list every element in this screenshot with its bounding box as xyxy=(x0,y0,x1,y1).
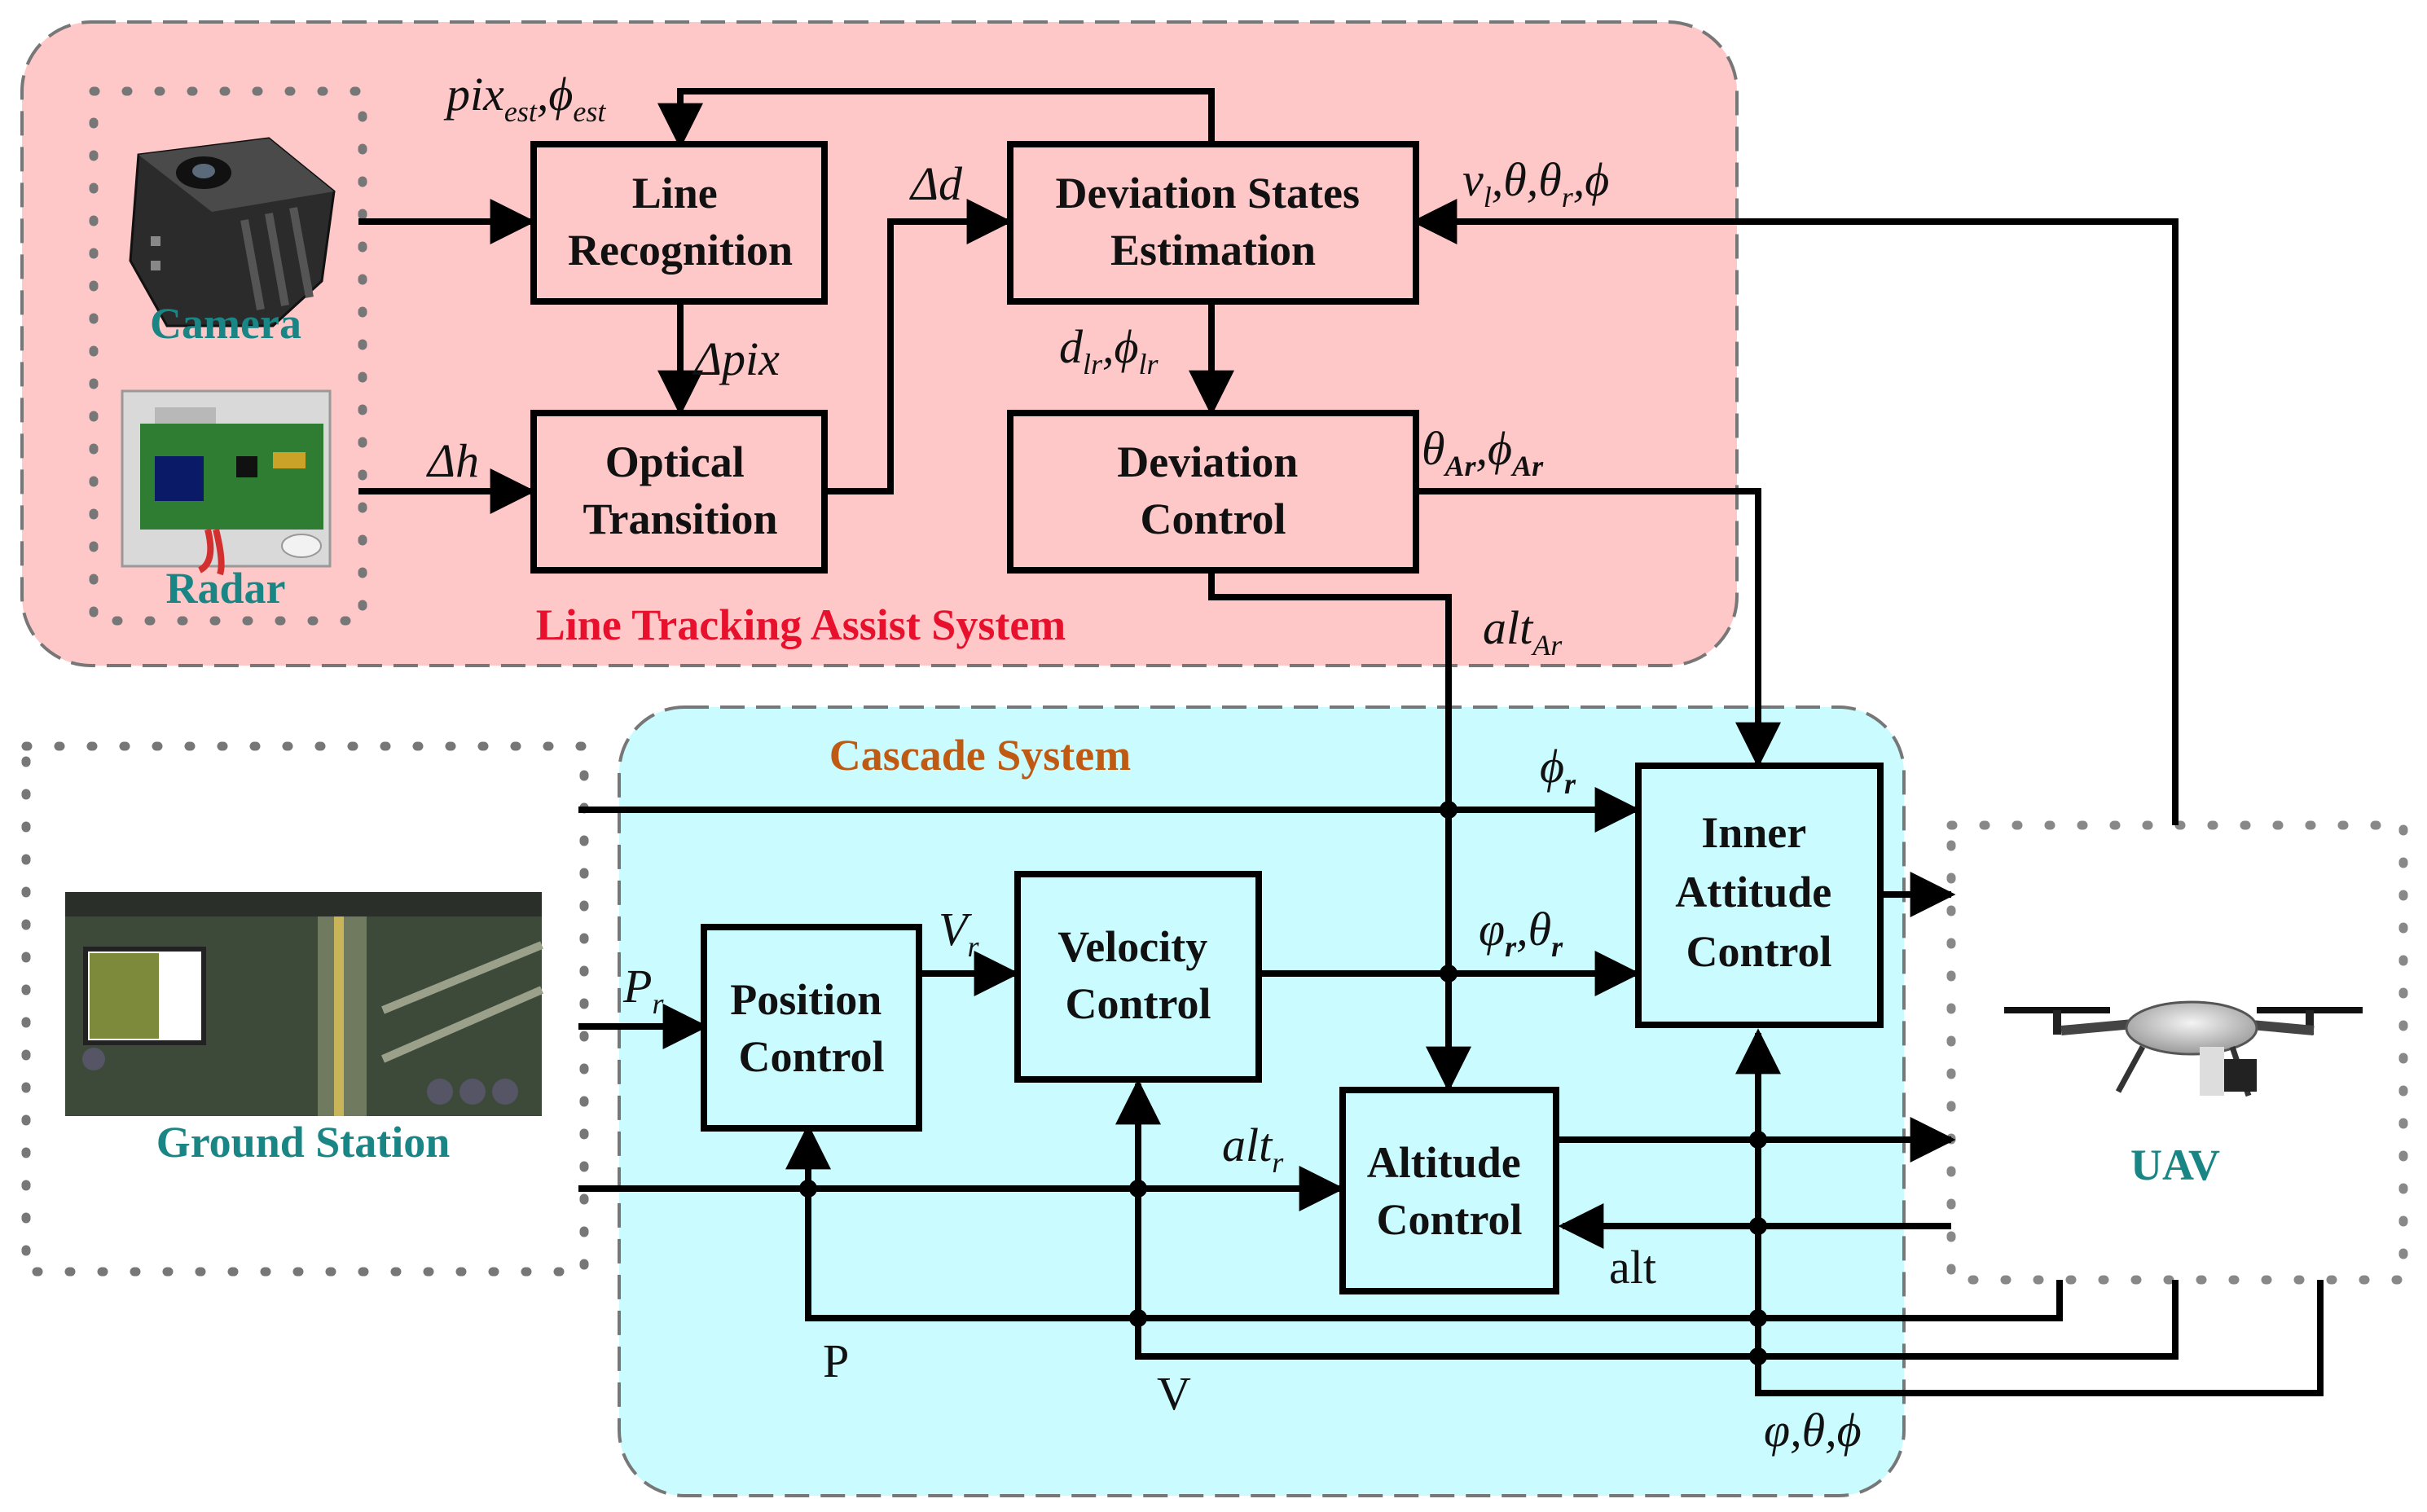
wire-optical-to-deviation-states xyxy=(824,199,1013,494)
velocity-control-label: Velocity Control xyxy=(1057,922,1218,1028)
signal-phi-r: ϕr xyxy=(1540,740,1576,800)
signal-varphi-r-theta-r: φr,θr xyxy=(1479,903,1563,963)
wire-angle-feedback xyxy=(1735,1028,2324,1396)
sensor-frame xyxy=(89,86,367,626)
camera-image xyxy=(129,137,336,327)
assist-system-title: Line Tracking Assist System xyxy=(536,600,1066,649)
signal-vl-theta-theta-r-phi: vl,θ,θr,ϕ xyxy=(1462,153,1609,213)
altitude-control-label: Altitude Control xyxy=(1367,1138,1532,1244)
signal-d-lr-phi-lr: dlr,ϕlr xyxy=(1059,320,1159,380)
deviation-control-label: Deviation Control xyxy=(1117,437,1309,543)
signal-delta-d: Δd xyxy=(909,157,963,210)
uav-label: UAV xyxy=(2130,1141,2220,1189)
wire-v-feedback xyxy=(1115,1079,2179,1360)
signal-theta-ar-phi-ar: θAr,ϕAr xyxy=(1422,422,1544,482)
deviation-control-block[interactable]: Deviation Control xyxy=(1007,410,1419,574)
inner-attitude-control-label: Inner Attitude Control xyxy=(1675,808,1842,976)
ground-station-label: Ground Station xyxy=(156,1118,451,1167)
deviation-states-estimation-label: Deviation States Estimation xyxy=(1056,169,1371,275)
signal-v: V xyxy=(1157,1367,1191,1420)
line-recognition-block[interactable]: Line Recognition xyxy=(530,141,828,305)
wire-p-feedback xyxy=(785,1123,2063,1321)
line-recognition-label: Line Recognition xyxy=(568,169,793,275)
wire-deviation-control-to-inner-attitude xyxy=(1416,488,1781,768)
inner-attitude-control-block[interactable]: Inner Attitude Control xyxy=(1635,763,1884,1028)
signal-p: P xyxy=(823,1334,849,1387)
signal-alt-r: altr xyxy=(1222,1119,1284,1179)
radar-image xyxy=(121,389,332,576)
altitude-control-block[interactable]: Altitude Control xyxy=(1339,1087,1559,1294)
junction-dots xyxy=(799,801,1767,1365)
wire-deviation-states-to-line-recognition xyxy=(657,88,1215,149)
signal-delta-pix: Δpix xyxy=(692,332,780,385)
deviation-states-estimation-block[interactable]: Deviation States Estimation xyxy=(1007,141,1419,305)
ground-station-image xyxy=(65,892,543,1116)
signal-v-r: Vr xyxy=(939,903,979,963)
signal-p-r: Pr xyxy=(622,960,664,1020)
ground-station-frame xyxy=(21,741,589,1277)
signal-alt: alt xyxy=(1609,1241,1656,1294)
position-control-block[interactable]: Position Control xyxy=(701,924,922,1132)
position-control-label: Position Control xyxy=(730,975,893,1081)
signal-pix-est-phi-est: pixest,ϕest xyxy=(443,68,606,128)
signal-alt-ar: altAr xyxy=(1483,601,1563,662)
camera-label: Camera xyxy=(150,299,301,348)
wire-uav-to-deviation-states xyxy=(1411,199,2179,825)
cascade-system-region xyxy=(618,705,1906,1497)
radar-label: Radar xyxy=(166,564,286,613)
velocity-control-block[interactable]: Velocity Control xyxy=(1014,871,1262,1083)
optical-transition-block[interactable]: Optical Transition xyxy=(530,410,828,574)
cascade-system-title: Cascade System xyxy=(829,731,1131,780)
optical-transition-label: Optical Transition xyxy=(583,437,777,543)
uav-image xyxy=(2004,1000,2363,1097)
signal-feedback-angles: φ,θ,ϕ xyxy=(1764,1404,1862,1457)
wire-deviation-control-to-altitude xyxy=(1208,570,1471,1092)
signal-delta-h: Δh xyxy=(426,434,479,487)
